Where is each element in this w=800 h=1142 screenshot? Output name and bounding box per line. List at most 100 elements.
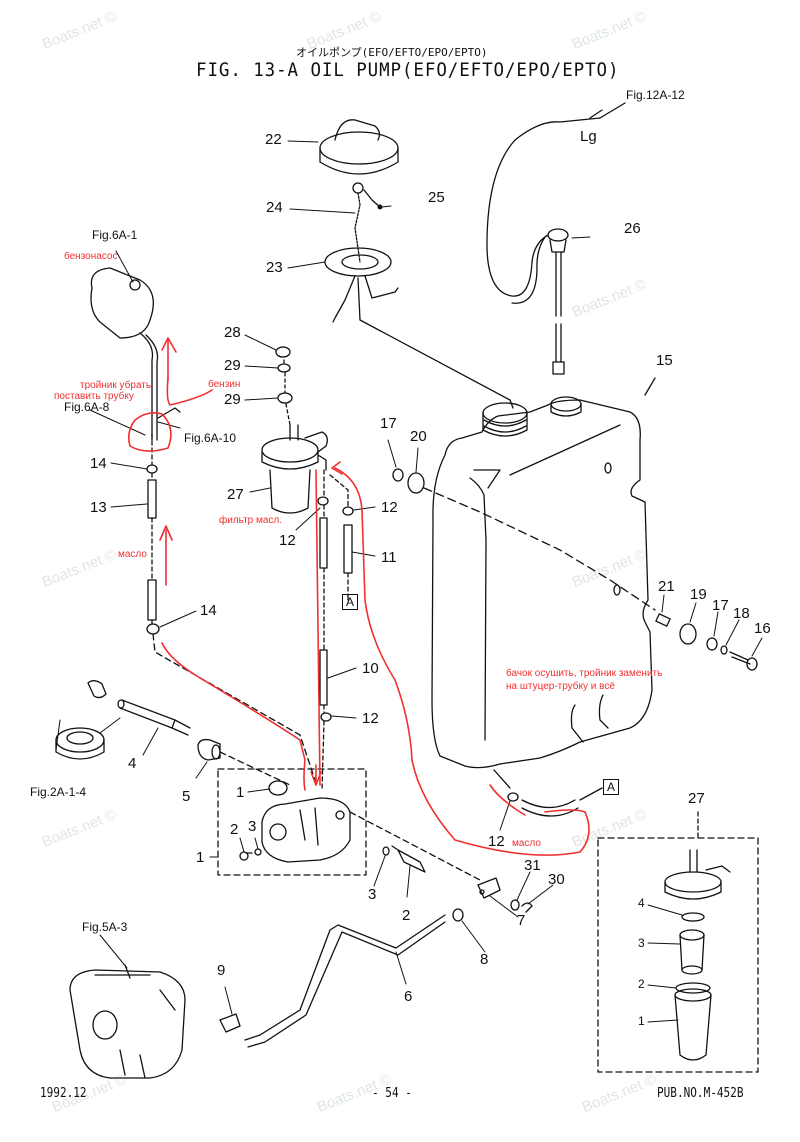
part-label-6: 6 — [404, 988, 413, 1005]
oil-return-line — [334, 467, 590, 856]
note-fuel-pump: бензонасос — [64, 251, 118, 262]
nut-part-8 — [452, 908, 464, 922]
ref-fig-6a-8: Fig.6A-8 — [64, 400, 110, 414]
hose-part-10 — [319, 649, 328, 706]
part-label-21: 21 — [658, 578, 675, 595]
strainer-part-23 — [324, 247, 511, 401]
ref-fig-5a-3: Fig.5A-3 — [82, 920, 128, 934]
part-label-27: 27 — [227, 486, 244, 503]
washer-part-18 — [720, 645, 728, 655]
ref-fig-6a-1: Fig.6A-1 — [92, 228, 138, 242]
strap-ring-part-24 — [352, 182, 364, 194]
oil-line-left — [161, 642, 306, 791]
connector-a-label: A — [342, 594, 358, 610]
part-label-5: 5 — [182, 788, 191, 805]
washer-part-3 — [382, 846, 390, 856]
washer-part-29 — [277, 363, 291, 373]
part-label-2: 2 — [638, 977, 645, 991]
hose-part-11 — [343, 524, 353, 574]
hose-part-10-upper — [319, 517, 328, 569]
part-label-1: 1 — [196, 849, 205, 866]
note-remove-tee: тройник убрать — [80, 380, 152, 391]
part-label-29: 29 — [224, 357, 241, 374]
part-label-30: 30 — [548, 871, 565, 888]
part-label-14: 14 — [200, 602, 217, 619]
oil-filter-part-27 — [261, 424, 328, 514]
washer-part-17 — [392, 468, 404, 482]
part-label-3: 3 — [248, 818, 257, 835]
ref-lg: Lg — [580, 128, 597, 145]
ref-fig-12a-12: Fig.12A-12 — [626, 88, 685, 102]
note-install-tube: поставить трубку — [54, 391, 134, 402]
part-label-18: 18 — [733, 605, 750, 622]
part-label-26: 26 — [624, 220, 641, 237]
note-oil: масло — [512, 838, 541, 849]
mounting-axis — [423, 487, 656, 611]
oil-pump-assembly-box — [217, 768, 367, 876]
oil-tank-part-15 — [431, 377, 656, 769]
wire-leader — [589, 102, 626, 119]
part-label-1: 1 — [638, 1014, 645, 1028]
part-label-14: 14 — [90, 455, 107, 472]
footer-page-number: - 54 - — [372, 1086, 412, 1101]
part-label-3: 3 — [368, 886, 377, 903]
fuel-pump-fig-6a-1 — [90, 267, 181, 441]
part-label-12: 12 — [488, 833, 505, 850]
footer-publication-number: PUB.NO.M-452B — [657, 1086, 744, 1101]
part-label-17: 17 — [380, 415, 397, 432]
note-tank-fitting: на штуцер-трубку и всё — [506, 681, 615, 692]
connector-a-label: A — [603, 779, 619, 795]
note-oil: масло — [118, 549, 147, 560]
filter-element-part-3 — [679, 929, 705, 975]
washer-part-31 — [510, 899, 520, 911]
part-label-12: 12 — [362, 710, 379, 727]
part-label-12: 12 — [381, 499, 398, 516]
part-label-4: 4 — [128, 755, 137, 772]
hose-to-a — [521, 799, 579, 817]
part-label-20: 20 — [410, 428, 427, 445]
clip-part-30 — [521, 902, 533, 913]
part-label-3: 3 — [638, 936, 645, 950]
part-label-16: 16 — [754, 620, 771, 637]
tank-cap-part-22 — [319, 119, 399, 175]
ref-fig-2a-1-4: Fig.2A-1-4 — [30, 785, 87, 799]
figure-title: FIG. 13-A OIL PUMP(EFO/EFTO/EPO/EPTO) — [196, 59, 620, 81]
nut-part-28 — [275, 346, 291, 358]
note-tank-drain: бачок осушить, тройник заменить — [506, 668, 663, 679]
part-label-4: 4 — [638, 896, 645, 910]
bushing-part — [87, 680, 107, 699]
part-label-29: 29 — [224, 391, 241, 408]
strap-part-24 — [354, 192, 361, 263]
part-label-23: 23 — [266, 259, 283, 276]
note-gasoline: бензин — [208, 379, 241, 390]
washer-part-17 — [706, 637, 718, 651]
part-label-28: 28 — [224, 324, 241, 341]
part-label-27: 27 — [688, 790, 705, 807]
filter-breakdown-box — [597, 837, 759, 1073]
clip-part-12 — [342, 506, 354, 516]
part-label-19: 19 — [690, 586, 707, 603]
hose-part-13 — [147, 479, 157, 519]
part-label-7: 7 — [517, 912, 526, 929]
clip-part-12 — [507, 792, 519, 802]
clip-part-14 — [146, 464, 158, 474]
return-arrowhead — [331, 461, 343, 475]
filter-head-part-1 — [664, 849, 731, 900]
part-label-25: 25 — [428, 189, 445, 206]
oil-arrowhead — [159, 525, 173, 541]
clip-part-12 — [317, 496, 329, 506]
o-ring-part-2 — [675, 982, 711, 994]
collar-part-21 — [655, 613, 671, 627]
o-ring-part-1 — [268, 780, 288, 796]
washer-part-3 — [254, 848, 262, 856]
part-label-1: 1 — [236, 784, 245, 801]
part-label-8: 8 — [480, 951, 489, 968]
part-label-2: 2 — [402, 907, 411, 924]
oil-pump-part-1 — [261, 797, 351, 863]
clamp-part-9 — [219, 1013, 241, 1033]
part-label-17: 17 — [712, 597, 729, 614]
sensor-wire — [486, 117, 601, 297]
collar-part-5 — [197, 738, 221, 761]
gasoline-arrow-line — [166, 377, 213, 406]
